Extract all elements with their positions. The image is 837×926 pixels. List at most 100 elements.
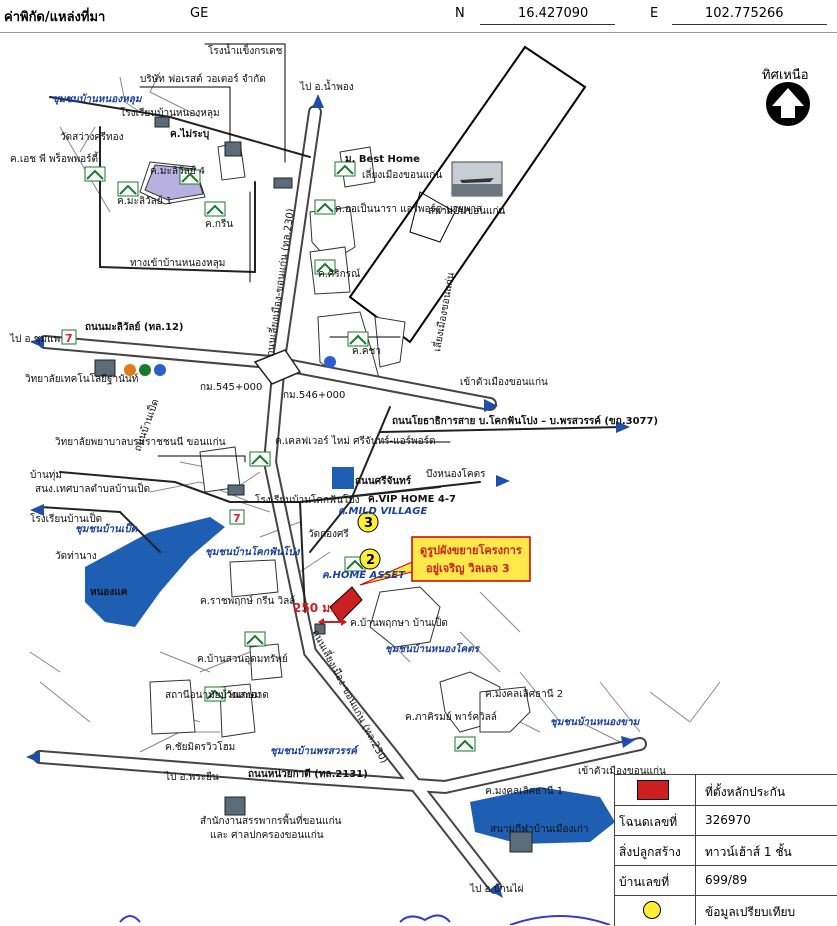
- label-school-kokfanpong: โรงเรียนบ้านโคกฟันโปง: [255, 493, 360, 506]
- label-village-airport: ค.ออเป็นนารา แอร์พอร์ต-บายพาส: [335, 201, 482, 215]
- label-nong-khae: หนองแค: [90, 587, 128, 598]
- label-village-mali1: ค.มะลิวัลย์ 1: [117, 195, 172, 207]
- label-entrance-nonglum: ทางเข้าบ้านหนองหลุม: [130, 257, 225, 269]
- label-distance: 250 ม.: [293, 601, 335, 615]
- legend-divider: [695, 895, 696, 925]
- label-village-ratchaphruek: ค.ราชพฤกษ์ กรีน วิลล์: [200, 595, 295, 607]
- legend-compare-label: ข้อมูลเปรียบเทียบ: [705, 905, 796, 919]
- airport-photo: [451, 161, 503, 197]
- legend-row-house: บ้านเลขที่ 699/89: [615, 865, 837, 896]
- north-coord-value: 16.427090: [518, 6, 589, 21]
- label-road-3077: ถนนโยธาธิการสาย บ.โคกฟันโปง – บ.พรสวรรค์…: [392, 414, 658, 427]
- legend-house-value: 699/89: [705, 873, 748, 887]
- label-stadium: สนามกีฬาบ้านเมืองเก่า: [490, 823, 588, 835]
- label-village-mongkhon1: ค.มงคลเลิศธานี 1: [485, 785, 563, 797]
- village-icons: [84, 161, 476, 752]
- label-temple-kongsi: วัดกองศรี: [308, 528, 349, 540]
- label-village-mali4: ค.มะลิวัลย์ 4: [150, 165, 205, 177]
- label-community-nongkhot: ชุมชนบ้านหนองโคตร: [385, 642, 481, 655]
- label-college-tech: วิทยาลัยเทคโนโลยีฐานันท์: [25, 372, 139, 385]
- nong-khae-water: [85, 517, 225, 627]
- label-revenue-office: สำนักงานสรรพากรพื้นที่ขอนแก่น: [200, 813, 342, 827]
- village-outlines: [139, 141, 531, 738]
- label-temple-kaoket: วัดเกษม: [226, 690, 261, 701]
- north-indicator: ทิศเหนือ: [752, 64, 832, 126]
- store-icons: 7 7: [61, 329, 336, 525]
- legend-collateral-label: ที่ตั้งหลักประกัน: [705, 785, 786, 799]
- north-coord-underline: [480, 24, 615, 25]
- label-airport: สนามบินขอนแก่น: [428, 206, 506, 217]
- svg-text:7: 7: [233, 512, 241, 525]
- label-village-mp-prop: ค.เอช พี พร็อพพอร์ตี้: [10, 151, 99, 165]
- label-village-banphet: ค.บ้านพฤกษา บ้านเป็ด: [350, 615, 448, 629]
- airport-terminal: [409, 191, 456, 243]
- legend-row-deed: โฉนดเลขที่ 326970: [615, 805, 837, 836]
- label-ban-thum: บ้านทุ่ม: [30, 469, 62, 481]
- label-school-nonglum: โรงเรียนบ้านหนองหลุม: [120, 106, 220, 119]
- marker-2-label: 2: [366, 553, 375, 568]
- legend-table: ที่ตั้งหลักประกัน โฉนดเลขที่ 326970 สิ่ง…: [614, 774, 837, 926]
- coordinate-header: ค่าพิกัด/แหล่งที่มา GE N 16.427090 E 102…: [0, 0, 837, 33]
- label-village-mongkhon2: ค.มงคลเลิศธานี 2: [485, 688, 563, 700]
- label-to-chumphae: ไป อ.ชุมแพ: [9, 333, 60, 345]
- label-village-siri: ค.ศิริกรณ์: [318, 268, 360, 280]
- label-km546: กม.546+000: [283, 390, 345, 401]
- stadium-pond-water: [470, 787, 615, 844]
- collateral-site: [329, 586, 363, 623]
- compare-swatch: [643, 901, 661, 919]
- project-callout: ดูรูปผังขยายโครงการ อยู่เจริญ วิลเลจ 3: [359, 536, 531, 586]
- legend-row-compare: ข้อมูลเปรียบเทียบ: [615, 895, 837, 925]
- north-label: ทิศเหนือ: [762, 68, 809, 83]
- legend-divider: [695, 835, 696, 865]
- label-village-green: ค.กรีน: [205, 218, 233, 230]
- label-village-clever: ค.เคลฟเวอร์ ไหม่ ศรีจันทร์-แอร์พอร์ต: [275, 435, 435, 447]
- callout-line1: ดูรูปผังขยายโครงการ: [420, 543, 522, 558]
- label-road-srichan: ถนนศรีจันทร์: [355, 475, 412, 487]
- location-map: 7 7 3 2 ดูรูปผังขยายโครงการ อยู่เจริญ วิ…: [9, 43, 721, 925]
- source-value: GE: [190, 6, 209, 21]
- east-coord-label: E: [650, 6, 659, 21]
- label-village-kaya: ค.คชา: [352, 346, 381, 357]
- interchange: [253, 349, 302, 385]
- label-to-city-east: เข้าตัวเมืองขอนแก่น: [460, 376, 548, 388]
- label-village-suanaudom: ค.บ้านสวนอุดมทรัพย์: [197, 653, 288, 665]
- label-home-asset: ค.HOME ASSET: [322, 570, 406, 581]
- legend-divider: [695, 805, 696, 835]
- label-college-nurse: วิทยาลัยพยาบาลบรมราชชนนี ขอนแก่น: [55, 436, 226, 448]
- legend-building-value: ทาวน์เฮ้าส์ 1 ชั้น: [705, 845, 792, 859]
- label-community-nongkham: ชุมชนบ้านหนองขาม: [550, 716, 641, 728]
- legend-divider: [695, 775, 696, 805]
- building-icons: [94, 116, 533, 853]
- label-village-phatham: ค.ภาคิรมย์ พาร์ควิลล์: [405, 711, 497, 723]
- label-to-banphai: ไป อ.บ้านไผ่: [469, 883, 524, 895]
- signature-marks: [119, 914, 611, 925]
- label-forest-company: บริษัท ฟอเรสต์ วอเตอร์ จำกัด: [140, 73, 266, 85]
- label-km545: กม.545+000: [200, 382, 262, 393]
- small-pond-water: [332, 467, 354, 489]
- marker-3-label: 3: [364, 516, 373, 531]
- east-coord-underline: [672, 24, 827, 25]
- north-coord-label: N: [455, 6, 465, 21]
- main-roads: [33, 43, 647, 894]
- label-community-phonsawan: ชุมชนบ้านพรสวรรค์: [270, 745, 360, 757]
- label-to-phrayuen: ไป อ.พระยืน: [164, 771, 219, 783]
- label-municipality-banpet: สนง.เทศบาลตำบลบ้านเป็ด: [35, 481, 150, 495]
- label-village-maisue: ค.ไม่ระบุ: [170, 127, 209, 140]
- label-temple-thanang: วัดท่านาง: [55, 551, 97, 562]
- label-court: และ ศาลปกครองขอนแก่น: [210, 830, 324, 841]
- label-factory-ice: โรงน้ำแข็งกรเดช: [208, 43, 283, 57]
- label-temple-sawang: วัดสว่างศรีทอง: [60, 131, 124, 143]
- label-bypass-khonkaen: เลี่ยงเมืองขอนแก่น: [362, 167, 442, 181]
- coordinate-label: ค่าพิกัด/แหล่งที่มา: [4, 10, 106, 25]
- label-village-chaiyomranrat: ค.ชัยมิตรวิวโฮม: [165, 740, 235, 753]
- callout-line2: อยู่เจริญ วิลเลจ 3: [426, 562, 510, 576]
- legend-row-building: สิ่งปลูกสร้าง ทาวน์เฮ้าส์ 1 ชั้น: [615, 835, 837, 866]
- label-health-center: สถานีอนามัยบ้านสะอาด: [165, 689, 269, 701]
- legend-house-label: บ้านเลขที่: [619, 875, 670, 889]
- label-community-nonglum: ชุมชนบ้านหนองหลุม: [52, 93, 143, 105]
- legend-divider: [695, 865, 696, 895]
- label-bueng-nongkhot: บึงหนองโคตร: [426, 467, 486, 480]
- comparison-marker-3: 3: [357, 511, 379, 533]
- svg-text:7: 7: [65, 332, 73, 345]
- label-community-kokfanpong: ชุมชนบ้านโคกฟันโปง: [205, 545, 301, 558]
